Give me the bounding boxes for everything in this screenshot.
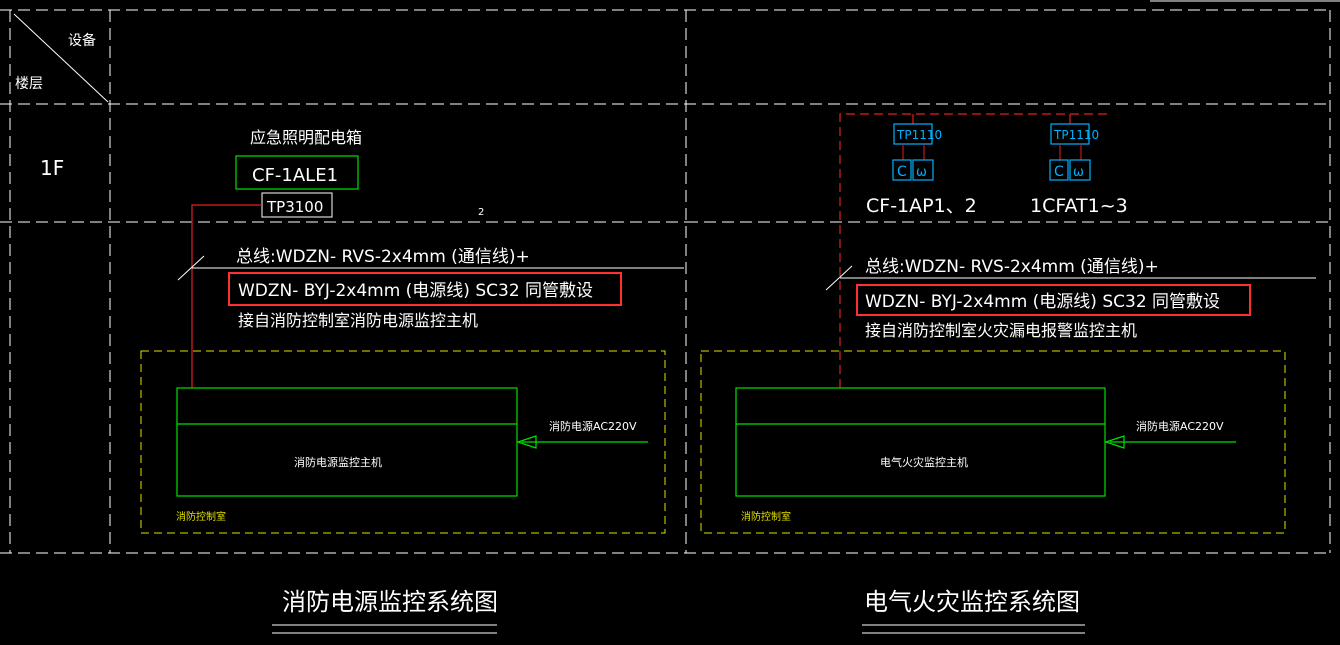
right-sensor-b-w: ω (1073, 165, 1084, 180)
left-power-supply: 消防电源AC220V (549, 419, 637, 433)
header-diagonal (13, 13, 109, 103)
right-group-a-label: CF-1AP1、2 (866, 195, 977, 217)
left-host-box (176, 387, 518, 497)
right-power-line: WDZN- BYJ-2x4mm (电源线) SC32 同管敷设 (865, 292, 1220, 312)
left-host-label: 消防电源监控主机 (294, 455, 382, 469)
left-panel-box (235, 155, 359, 190)
right-module-b: TP1110 (1053, 128, 1099, 142)
right-source-note: 接自消防控制室火灾漏电报警监控主机 (865, 321, 1137, 340)
right-sensor-a-w: ω (916, 165, 927, 180)
left-room-box (140, 350, 666, 534)
right-module-b-box (1050, 123, 1090, 145)
left-source-note: 接自消防控制室消防电源监控主机 (238, 311, 478, 330)
right-signal-line (839, 113, 1110, 388)
right-power-arrow-icon (1104, 435, 1125, 449)
right-sensor-a-c-box (892, 159, 912, 181)
right-leader-tick (825, 265, 853, 291)
right-room-box (700, 350, 1286, 534)
left-diagram: 应急照明配电箱 CF-1ALE1 TP3100 总线:WDZN- RVS-2x4… (140, 128, 684, 634)
floor-label: 1F (40, 156, 64, 180)
frame-grid (0, 9, 1331, 554)
right-host-box (735, 387, 1106, 497)
right-sensor-b-w-box (1069, 159, 1091, 181)
right-module-a: TP1110 (896, 128, 942, 142)
right-module-a-box (893, 123, 933, 145)
left-room-label: 消防控制室 (176, 510, 226, 523)
left-power-line: WDZN- BYJ-2x4mm (电源线) SC32 同管敷设 (238, 281, 593, 301)
left-signal-line (191, 204, 262, 388)
left-leader-tick (177, 255, 205, 281)
left-panel-id: CF-1ALE1 (252, 165, 338, 186)
right-sensor-a-w-box (912, 159, 934, 181)
left-power-arrow-icon (516, 435, 537, 449)
right-sensor-b-c: C (1054, 164, 1064, 180)
right-power-highlight (856, 284, 1251, 316)
right-power-supply: 消防电源AC220V (1136, 419, 1224, 433)
floor-header: 楼层 (15, 76, 43, 92)
right-bus-line: 总线:WDZN- RVS-2x4mm (通信线)+ (865, 257, 1159, 277)
left-bus-line: 总线:WDZN- RVS-2x4mm (通信线)+ (236, 247, 530, 267)
right-group-b-label: 1CFAT1~3 (1030, 195, 1128, 217)
right-room-label: 消防控制室 (741, 510, 791, 523)
equipment-header: 设备 (68, 32, 96, 49)
right-sensor-a-c: C (897, 164, 907, 180)
left-bus-superscript: 2 (478, 207, 484, 218)
right-host-label: 电气火灾监控主机 (880, 455, 968, 469)
left-power-highlight (228, 272, 622, 306)
right-diagram-title: 电气火灾监控系统图 (864, 588, 1080, 616)
left-diagram-title: 消防电源监控系统图 (282, 588, 498, 616)
left-panel-title: 应急照明配电箱 (250, 128, 362, 147)
right-diagram: TP1110 C ω TP1110 C ω CF-1AP1、2 1CFAT1~3… (700, 113, 1316, 634)
left-module-id: TP3100 (266, 198, 323, 216)
right-sensor-b-c-box (1049, 159, 1069, 181)
